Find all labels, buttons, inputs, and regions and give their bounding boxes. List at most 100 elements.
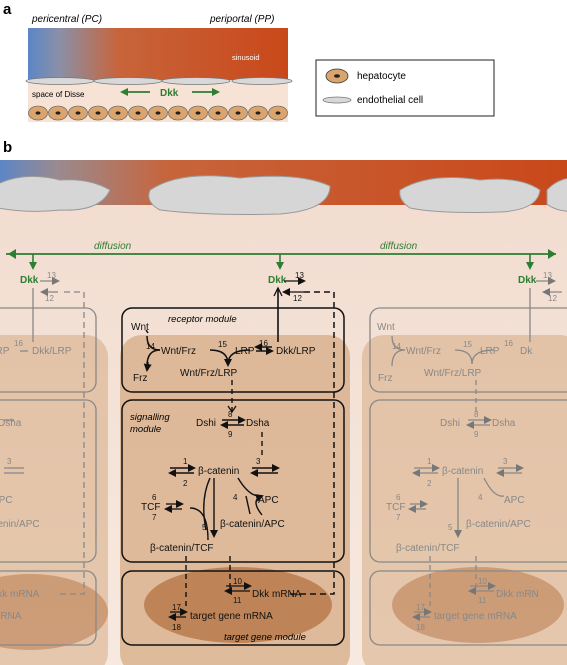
- rxn-16: 16: [259, 339, 268, 348]
- hepatocyte-nucleus: [195, 111, 201, 115]
- species-target-gene-mrna: target gene mRNA: [190, 611, 273, 622]
- svg-text:7: 7: [396, 513, 401, 522]
- diffusion-label-right: diffusion: [380, 241, 418, 252]
- target-gene-module-label: target gene module: [224, 632, 306, 643]
- svg-text:Wnt/Frz/LRP: Wnt/Frz/LRP: [424, 368, 482, 379]
- species-beta-catenin-tcf: β-catenin/TCF: [150, 543, 214, 554]
- endothelial-cells-a: [25, 77, 293, 85]
- svg-text:β-catenin: β-catenin: [442, 466, 483, 477]
- rxn-1: 1: [183, 457, 188, 466]
- svg-text:8: 8: [474, 410, 479, 419]
- rxn-17: 17: [172, 603, 181, 612]
- species-dkk-lrp: Dkk/LRP: [276, 346, 316, 357]
- left-cell: [0, 277, 97, 646]
- diffusion-label-left: diffusion: [94, 241, 132, 252]
- species-tcf: TCF: [141, 502, 160, 513]
- svg-text:Frz: Frz: [378, 373, 392, 384]
- svg-text:TCF: TCF: [386, 502, 405, 513]
- svg-text:target gene mRNA: target gene mRNA: [434, 611, 517, 622]
- svg-text:LRP: LRP: [480, 346, 500, 357]
- svg-text:Dk: Dk: [520, 346, 533, 357]
- svg-text:16: 16: [504, 339, 513, 348]
- species-beta-catenin: β-catenin: [198, 466, 239, 477]
- rxn-13: 13: [295, 271, 304, 280]
- species-wnt-frz: Wnt/Frz: [161, 346, 196, 357]
- hepatocyte-nucleus: [115, 111, 121, 115]
- species-wnt: Wnt: [131, 322, 149, 333]
- right-species: Wnt Frz Wnt/Frz LRP Dk Wnt/Frz/LRP Dshi …: [377, 322, 539, 622]
- center-species: Wnt Frz Wnt/Frz LRP Dkk/LRP Wnt/Frz/LRP …: [131, 322, 316, 622]
- hepatocyte-nucleus: [135, 111, 141, 115]
- right-reaction-numbers: 13 12 14 15 16 8 9 1 2 3 4 5 6 7 10 11 1…: [392, 271, 557, 632]
- rxn-15: 15: [218, 340, 227, 349]
- signalling-module-label-1: signalling: [130, 412, 170, 423]
- rxn-2: 2: [183, 479, 188, 488]
- sinusoid-label: sinusoid: [232, 53, 260, 62]
- rxn-8: 8: [228, 410, 233, 419]
- endothelial-cells-b: [0, 175, 567, 215]
- svg-text:13: 13: [47, 271, 56, 280]
- hepatocyte-nucleus: [55, 111, 61, 115]
- svg-text:catenin/APC: catenin/APC: [0, 519, 40, 530]
- hepatocyte-nucleus: [215, 111, 221, 115]
- legend-endothelial: endothelial cell: [357, 95, 423, 106]
- rxn-7: 7: [152, 513, 157, 522]
- dkk-center: Dkk: [268, 275, 287, 286]
- species-frz: Frz: [133, 373, 147, 384]
- hepatocytes-b: [0, 335, 567, 665]
- sinusoid-gradient: [28, 28, 288, 80]
- receptor-module-box: [121, 307, 345, 393]
- nucleus-icon: [334, 74, 340, 78]
- svg-text:Wnt: Wnt: [377, 322, 395, 333]
- rxn-12: 12: [293, 294, 302, 303]
- hepatocyte-nucleus: [35, 111, 41, 115]
- svg-text:15: 15: [463, 340, 472, 349]
- svg-text:5: 5: [448, 523, 453, 532]
- species-lrp: LRP: [235, 346, 255, 357]
- svg-text:4: 4: [478, 493, 483, 502]
- svg-text:β-catenin/APC: β-catenin/APC: [466, 519, 531, 530]
- rxn-9: 9: [228, 430, 233, 439]
- hepatocyte-nucleus: [275, 111, 281, 115]
- svg-text:Dsha: Dsha: [0, 418, 22, 429]
- signalling-module-box: [121, 399, 345, 563]
- center-reaction-numbers: 13 12 14 15 16 8 9 1 2 3 4 5 6 7 10 11 1…: [146, 271, 304, 632]
- rxn-3: 3: [256, 457, 261, 466]
- legend-hepatocyte: hepatocyte: [357, 71, 406, 82]
- left-reaction-numbers: 13 12 16 3: [7, 271, 56, 466]
- center-cell: [121, 277, 345, 646]
- diffusion-arrowhead-right: [548, 249, 556, 259]
- svg-text:LRP: LRP: [0, 346, 10, 357]
- rxn-14: 14: [146, 342, 155, 351]
- hepatocyte-nucleus: [235, 111, 241, 115]
- svg-text:APC: APC: [504, 495, 525, 506]
- dkk-left: Dkk: [20, 275, 39, 286]
- panel-a-label: a: [3, 1, 12, 18]
- species-apc: APC: [258, 495, 279, 506]
- endothelial-icon: [322, 96, 352, 104]
- svg-text:Dkk mRN: Dkk mRN: [496, 589, 539, 600]
- svg-text:11: 11: [478, 596, 487, 605]
- left-species: LRP Dkk/LRP Dsha APC catenin/APC Dkk mRN…: [0, 346, 72, 622]
- pericentral-label: pericentral (PC): [31, 14, 102, 25]
- species-dsh-i: Dshi: [196, 418, 216, 429]
- rxn-4: 4: [233, 493, 238, 502]
- hepatocyte-row: [28, 105, 288, 121]
- svg-text:13: 13: [543, 271, 552, 280]
- receptor-module-label: receptor module: [168, 314, 237, 325]
- svg-text:1: 1: [427, 457, 432, 466]
- svg-text:10: 10: [478, 577, 487, 586]
- target-gene-module-box: [121, 570, 345, 646]
- rxn-18: 18: [172, 623, 181, 632]
- hepatocyte-nucleus: [175, 111, 181, 115]
- svg-text:Dkk/LRP: Dkk/LRP: [32, 346, 72, 357]
- svg-text:12: 12: [45, 294, 54, 303]
- rxn-6: 6: [152, 493, 157, 502]
- species-dkk-mrna: Dkk mRNA: [252, 589, 302, 600]
- space-of-disse-label: space of Disse: [32, 90, 85, 99]
- rxn-5: 5: [202, 523, 207, 532]
- hepatocyte-nucleus: [75, 111, 81, 115]
- signalling-module-label-2: module: [130, 424, 161, 435]
- hepatocyte-nucleus: [255, 111, 261, 115]
- right-cell: [369, 277, 567, 646]
